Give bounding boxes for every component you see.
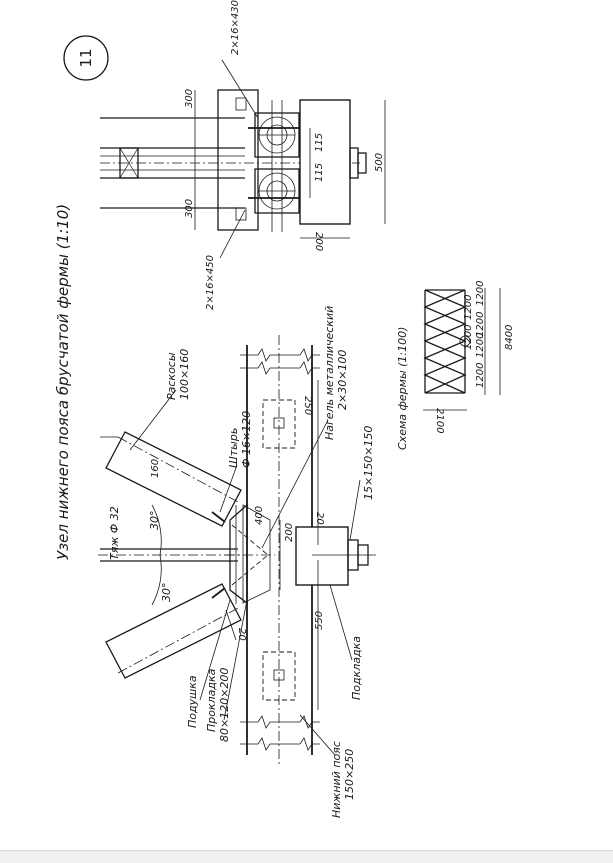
- gasket-size: 80×120×200: [218, 668, 231, 742]
- leader-gasket: [223, 599, 248, 721]
- dim-250: 250: [302, 396, 313, 415]
- pin-lower: [211, 587, 226, 599]
- dim-160: 160: [150, 459, 161, 478]
- scheme-panel-2: 1200: [475, 312, 486, 337]
- dim-200b: 200: [313, 232, 324, 251]
- dim-200: 200: [284, 523, 295, 542]
- brace-lower-axis: [117, 606, 241, 674]
- leader-bolt-top: [221, 59, 259, 119]
- leader-chord: [299, 714, 336, 756]
- drawing-title: Узел нижнего пояса брусчатой фермы (1:10…: [54, 204, 72, 560]
- leader-underlay: [329, 584, 353, 661]
- scheme-panel-6: 1200: [463, 325, 474, 350]
- dim-20a: 20: [314, 512, 325, 525]
- dim-550: 550: [314, 611, 325, 630]
- leader-dowel: [261, 419, 329, 549]
- dowel-top: [262, 399, 296, 449]
- dim-300b: 300: [184, 199, 195, 218]
- angle-label-1: 30°: [148, 511, 161, 531]
- leader-washer: [349, 479, 361, 541]
- scheme-panel-3: 1200: [475, 333, 486, 358]
- leader-pin: [219, 464, 238, 513]
- pin-label: Штырь: [227, 428, 240, 468]
- section-underlay: [299, 99, 351, 225]
- scheme-height: 2100: [434, 408, 445, 433]
- scheme-span: 8400: [504, 325, 515, 350]
- scheme-panel-4: 1200: [475, 363, 486, 388]
- pad-inner: [242, 504, 271, 604]
- chord-break-top-2: [240, 361, 320, 375]
- braces-label: Раскосы: [165, 352, 178, 400]
- underlay-plate: [295, 526, 349, 586]
- gasket-label: Прокладка: [205, 668, 218, 732]
- scheme-diagonals-2: [423, 289, 467, 394]
- dowel-bottom: [262, 651, 296, 701]
- pin-size: Ф 16×120: [240, 411, 253, 468]
- pad-block: [229, 503, 248, 605]
- chord-size: 150×250: [343, 749, 356, 800]
- section-plate-bolt-bottom: [235, 207, 247, 221]
- dim-20b: 20: [236, 628, 247, 641]
- timber-section-bottom: [254, 168, 300, 214]
- pin-upper: [211, 511, 226, 523]
- brace-lower: [105, 583, 242, 679]
- underlay-label: Подкладка: [350, 636, 363, 700]
- leader-pad: [199, 599, 231, 701]
- section-nut: [357, 152, 367, 174]
- scheme-panel-1: 1200: [475, 281, 486, 306]
- leader-braces: [129, 389, 177, 451]
- chord-break-bottom-2: [240, 737, 320, 751]
- angle-label-2: 30°: [160, 583, 173, 603]
- braces-size: 100×160: [178, 349, 191, 400]
- dim-115a: 115: [314, 133, 325, 152]
- chord-break-top: [240, 348, 320, 362]
- pad-hidden-2: [231, 554, 269, 586]
- main-view: [98, 335, 376, 765]
- dim-300a: 300: [184, 89, 195, 108]
- angle-arc-2: [151, 554, 162, 606]
- scheme-panel-5: 1200: [463, 295, 474, 320]
- section-gasket: [119, 147, 139, 179]
- brace-upper-axis: [117, 436, 241, 504]
- bolt-bottom-size: 2×16×450: [205, 255, 216, 310]
- dowel-size: 2×30×100: [336, 350, 349, 410]
- chord-break-bottom: [240, 715, 320, 729]
- sheet-number-badge: 11: [63, 35, 109, 81]
- dowel-label: Нагель металлический: [323, 306, 336, 440]
- section-plate-bolt-top: [235, 97, 247, 111]
- sheet-number: 11: [77, 48, 95, 67]
- dim-400: 400: [254, 506, 265, 525]
- main-view-labels: Тяж Ф 32 Раскосы 100×160 Штырь Ф 16×120 …: [108, 306, 375, 818]
- section-view: [100, 59, 386, 259]
- timber-section-top: [254, 112, 300, 158]
- brace-upper: [105, 431, 242, 527]
- pad-label: Подушка: [186, 675, 199, 728]
- dowel-top-bolt: [273, 417, 285, 429]
- dim-115b: 115: [314, 163, 325, 182]
- scheme-title: Схема фермы (1:100): [396, 327, 409, 450]
- dim-line-20a: [225, 609, 237, 641]
- leader-bolt-bottom: [219, 209, 246, 259]
- section-view-labels: 300 300 115 115 500 200 2×16×430 2×16×45…: [184, 0, 385, 310]
- pad-hidden-1: [231, 524, 269, 556]
- viewer-bottom-bar: [0, 850, 613, 863]
- chord-label: Нижний пояс: [330, 741, 343, 818]
- scheme-node-marker: [459, 335, 471, 347]
- tie-label: Тяж Ф 32: [108, 506, 121, 560]
- sheet-number-circle: [63, 35, 109, 81]
- scheme-diagonals-1: [423, 289, 467, 394]
- angle-arc-1: [151, 504, 162, 556]
- washer-size: 15×150×150: [362, 426, 375, 500]
- truss-scheme-labels: 2100 1200 1200 1200 1200 1200 1200 8400: [434, 281, 515, 434]
- dowel-bottom-bolt: [273, 669, 285, 681]
- section-plate: [217, 89, 259, 231]
- truss-scheme: Схема фермы (1:100): [396, 288, 501, 450]
- bolt-top-size: 2×16×430: [230, 0, 241, 55]
- section-gasket-x2: [119, 147, 139, 179]
- dim-500: 500: [374, 153, 385, 172]
